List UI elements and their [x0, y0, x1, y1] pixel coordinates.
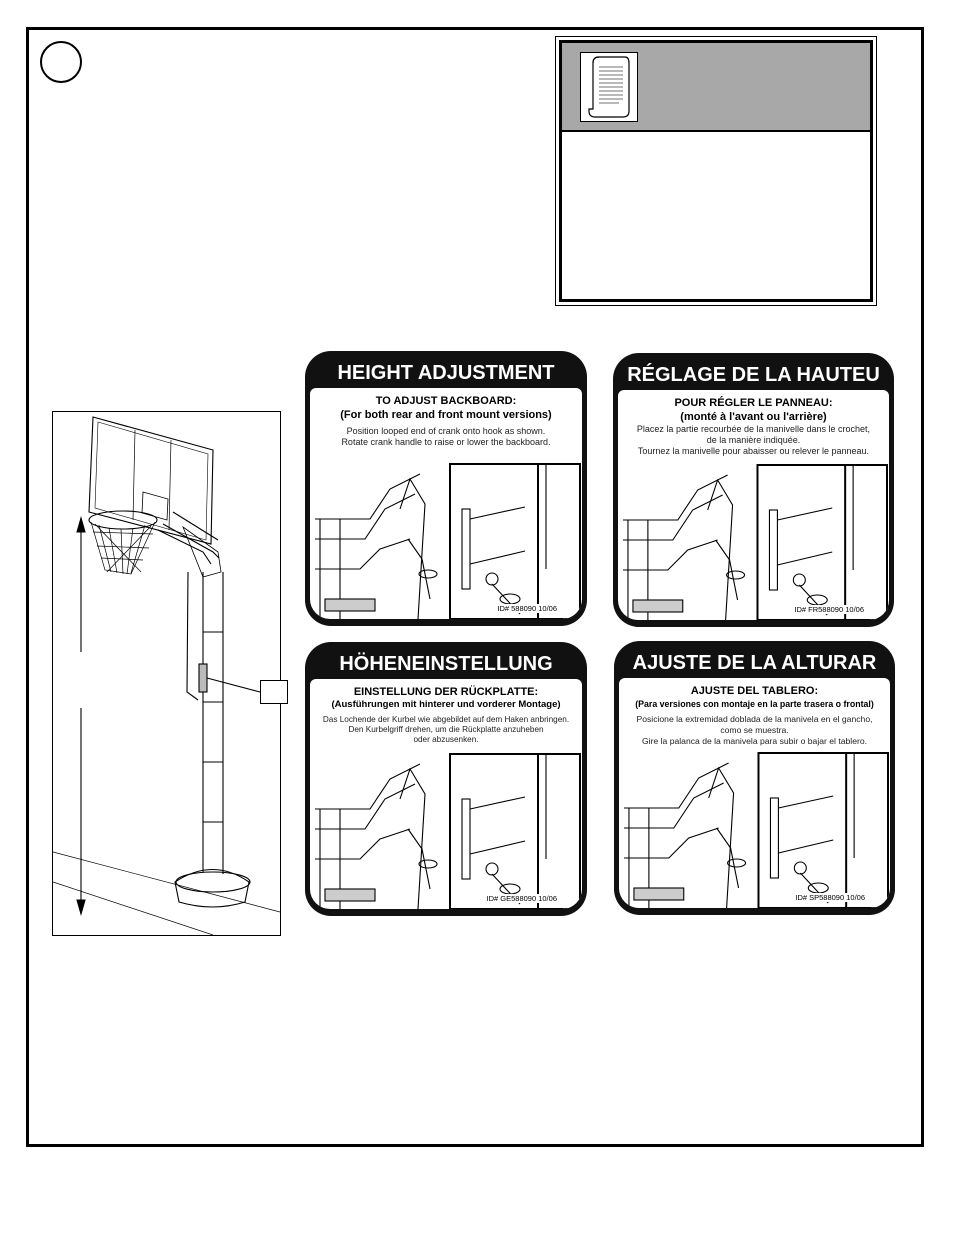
label-subheading: (monté à l'avant ou l'arrière)	[680, 411, 827, 423]
label-instructions: Placez la partie recourbée de la manivel…	[618, 424, 889, 457]
label-height-adjustment: HEIGHT ADJUSTMENT TO ADJUST BACKBOARD: (…	[305, 351, 587, 626]
label-id: ID# SP588090 10/06	[792, 893, 868, 902]
label-title: HEIGHT ADJUSTMENT	[337, 362, 555, 384]
label-reglage-hauteur: RÉGLAGE DE LA HAUTEU POUR RÉGLER LE PANN…	[613, 353, 894, 627]
note-box-inner	[559, 40, 873, 302]
label-id: ID# GE588090 10/06	[483, 894, 560, 903]
label-id: ID# 588090 10/06	[494, 604, 560, 613]
instruction-line: como se muestra.	[720, 725, 789, 735]
label-title: HÖHENEINSTELLUNG	[339, 653, 553, 675]
label-subheading: (Ausführungen mit hinterer und vorderer …	[331, 699, 561, 710]
label-body: POUR RÉGLER LE PANNEAU: (monté à l'avant…	[618, 390, 889, 620]
label-heading: EINSTELLUNG DER RÜCKPLATTE:	[353, 686, 539, 698]
crank-illustration	[622, 464, 889, 620]
instruction-line: Gire la palanca de la manivela para subi…	[642, 736, 867, 746]
instruction-line: oder abzusenken.	[413, 735, 479, 744]
instruction-line: Tournez la manivelle pour abaisser ou re…	[637, 446, 870, 456]
label-instructions: Position looped end of crank onto hook a…	[310, 426, 582, 448]
basketball-hoop-illustration	[52, 411, 281, 936]
instruction-line: Rotate crank handle to raise or lower th…	[341, 437, 551, 447]
instruction-line: Das Lochende der Kurbel wie abgebildet a…	[322, 715, 570, 724]
label-heading: POUR RÉGLER LE PANNEAU:	[674, 397, 833, 409]
note-box-header	[562, 43, 870, 132]
callout-box	[260, 680, 288, 704]
label-subheading: (Para versiones con montaje en la parte …	[635, 699, 874, 709]
instruction-line: Posicione la extremidad doblada de la ma…	[636, 714, 873, 724]
crank-illustration	[623, 752, 890, 908]
label-heading: TO ADJUST BACKBOARD:	[375, 395, 517, 407]
note-box	[555, 36, 877, 306]
page-frame	[26, 27, 924, 1147]
label-ajuste-altura: AJUSTE DE LA ALTURAR AJUSTE DEL TABLERO:…	[614, 641, 895, 915]
label-id: ID# FR588090 10/06	[791, 605, 867, 614]
label-heading: AJUSTE DEL TABLERO:	[690, 685, 819, 697]
label-subheading: (For both rear and front mount versions)	[340, 409, 552, 421]
label-instructions: Das Lochende der Kurbel wie abgebildet a…	[310, 715, 582, 745]
label-body: TO ADJUST BACKBOARD: (For both rear and …	[310, 388, 582, 619]
label-instructions: Posicione la extremidad doblada de la ma…	[619, 714, 890, 747]
label-body: AJUSTE DEL TABLERO: (Para versiones con …	[619, 678, 890, 908]
step-number-circle	[40, 41, 82, 83]
instruction-line: Position looped end of crank onto hook a…	[346, 426, 546, 436]
label-title: AJUSTE DE LA ALTURAR	[632, 652, 877, 674]
crank-illustration	[315, 463, 581, 619]
instruction-line: de la manière indiquée.	[706, 435, 801, 445]
label-hoeheneinstellung: HÖHENEINSTELLUNG EINSTELLUNG DER RÜCKPLA…	[305, 642, 587, 916]
instruction-line: Den Kurbelgriff drehen, um die Rückplatt…	[348, 725, 544, 734]
instruction-line: Placez la partie recourbée de la manivel…	[636, 424, 871, 434]
label-body: EINSTELLUNG DER RÜCKPLATTE: (Ausführunge…	[310, 679, 582, 909]
crank-illustration	[315, 753, 581, 909]
document-icon	[580, 52, 638, 122]
label-title: RÉGLAGE DE LA HAUTEU	[627, 364, 880, 386]
